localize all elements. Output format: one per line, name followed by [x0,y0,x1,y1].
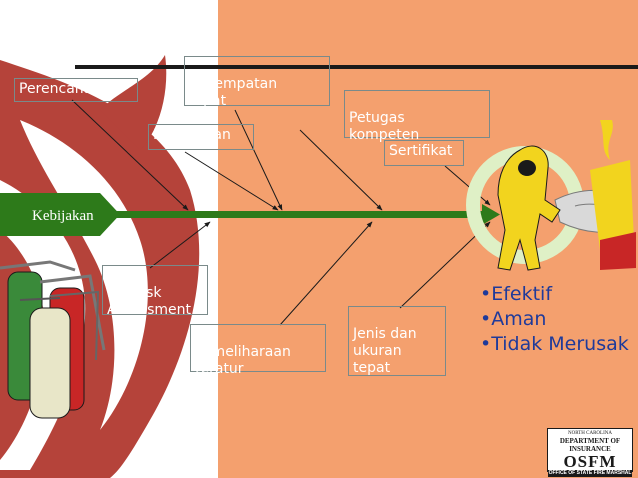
firefighter-illustration [466,120,636,271]
cause-perencanaan: Perencanaan [14,78,138,102]
outcome-item: •Tidak Merusak [480,333,629,355]
cause-perencanaan-text: Perencanaan [19,81,110,97]
outcome-item: •Aman [480,308,547,330]
logo-line1: NORTH CAROLINA [567,431,612,436]
cause-jenis-text: Jenis dan ukuran tepat [353,326,417,376]
cause-petugas: Petugas kompeten [344,90,490,143]
logo-line2: DEPARTMENT OF INSURANCE [559,437,621,453]
cause-sertifikat-text: Sertifikat [389,143,453,159]
policy-label: Kebijakan [32,208,94,224]
cause-penempatan: Penempatan tepat [184,56,330,109]
cause-penempatan-text: Penempatan tepat [189,76,278,109]
policy-tag: Kebijakan [0,193,120,236]
cause-pengadaan-text: Pengadaan [153,127,231,143]
cause-jenis: Jenis dan ukuran tepat [348,306,446,376]
cause-arrows [71,99,491,326]
logo-line4: OFFICE OF STATE FIRE MARSHAL [548,470,632,477]
cause-fire-risk: Fire risk Assessment [102,265,208,318]
extinguisher-group-icon [0,260,106,419]
cause-pemeliharaan: Pemeliharaan teratur [190,324,326,377]
outcome-list: •Efektif •Aman •Tidak Merusak [480,282,629,357]
cause-pengadaan: Pengadaan [148,124,254,150]
cause-petugas-text: Petugas kompeten [349,110,420,143]
cause-pemeliharaan-text: Pemeliharaan teratur [195,344,291,377]
outcome-item: •Efektif [480,283,553,305]
spine-arrow [115,204,500,225]
cause-fire-risk-text: Fire risk Assessment [107,285,191,318]
logo-line3: OSFM [563,452,617,471]
cause-sertifikat: Sertifikat [384,140,464,166]
osfm-logo: NORTH CAROLINA DEPARTMENT OF INSURANCE O… [547,428,633,477]
